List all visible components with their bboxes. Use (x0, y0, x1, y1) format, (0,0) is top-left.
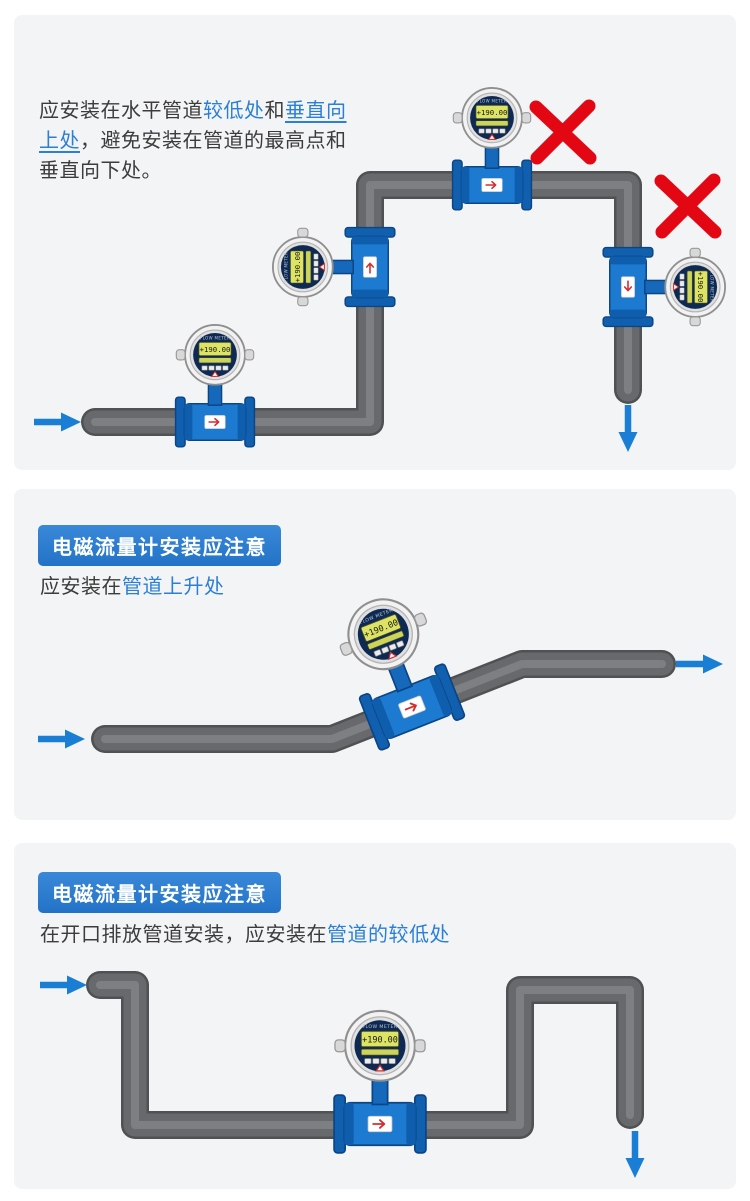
install-note-text: 应安装在水平管道较低处和垂直向上处，避免安装在管道的最高点和垂直向下处。 (39, 95, 353, 185)
pipe-diagram-1 (14, 86, 727, 470)
install-note-text: 应安装在管道上升处 (40, 571, 225, 601)
flow-out-arrow (619, 405, 638, 452)
note-segment: 应安装在 (40, 574, 122, 598)
flowmeter-vertical-down-wrong (602, 246, 727, 328)
note-segment: 和 (264, 98, 285, 122)
note-segment-highlight: 垂直向上处 (39, 98, 347, 152)
x-mark-icon (661, 180, 715, 232)
flowmeter-horizontal-low-correct (174, 323, 256, 448)
flow-in-arrow (40, 976, 87, 995)
note-segment: ，避免安装在管道的最高点和垂直向下处。 (39, 128, 347, 182)
flow-out-arrow (676, 655, 723, 674)
install-note-text: 在开口排放管道安装，应安装在管道的较低处 (40, 919, 450, 949)
flow-in-arrow (38, 730, 85, 749)
section-rising-pipe-install: 电磁流量计安装应注意 应安装在管道上升处 (14, 489, 736, 820)
flowmeter-vertical-up-correct (271, 226, 396, 308)
note-segment-highlight: 较低处 (203, 98, 265, 122)
note-segment: 在开口排放管道安装，应安装在 (40, 922, 327, 946)
flow-out-arrow (626, 1131, 645, 1178)
pipe-run (86, 971, 644, 1139)
flow-in-arrow (34, 413, 81, 432)
section-open-discharge-install: 电磁流量计安装应注意 在开口排放管道安装，应安装在管道的较低处 (14, 843, 736, 1189)
x-mark-icon (536, 106, 590, 158)
note-segment: 应安装在水平管道 (39, 98, 203, 122)
section-badge: 电磁流量计安装应注意 (38, 872, 281, 913)
pipe-diagram-3 (14, 971, 736, 1189)
flowmeter-low-point-correct (333, 1009, 427, 1154)
note-segment-highlight: 管道的较低处 (327, 922, 450, 946)
section-horizontal-vertical-install: 应安装在水平管道较低处和垂直向上处，避免安装在管道的最高点和垂直向下处。 (14, 15, 736, 470)
section-badge: 电磁流量计安装应注意 (38, 525, 281, 566)
pipe-diagram-2 (14, 583, 736, 753)
flowmeter-top-point-wrong (451, 86, 533, 211)
note-segment-highlight: 管道上升处 (122, 574, 225, 598)
